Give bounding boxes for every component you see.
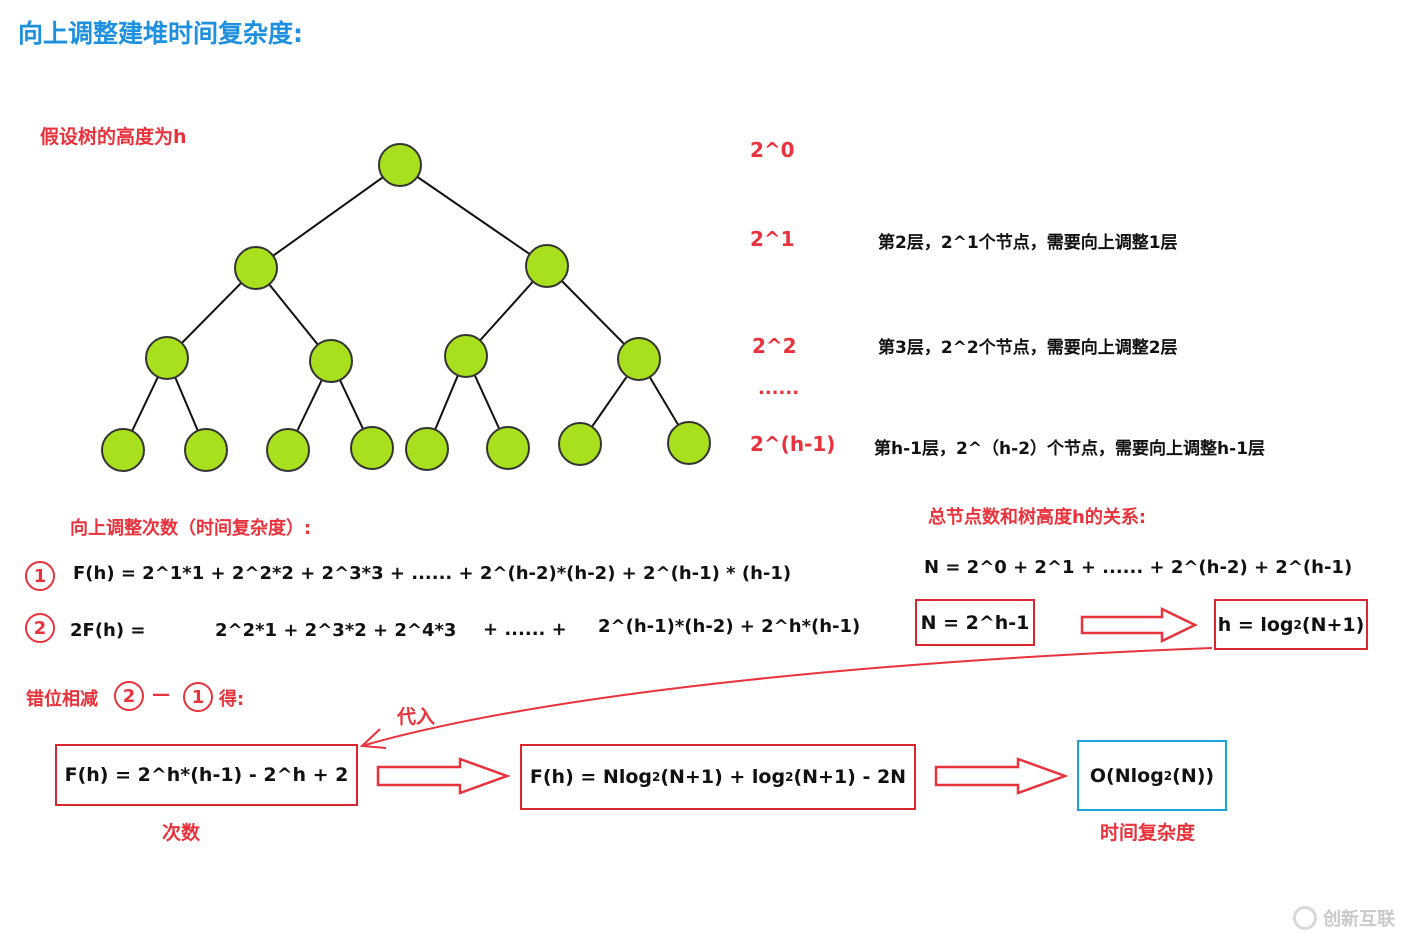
relation-box-n: N = 2^h-1 [915,599,1035,646]
tree-height-label: 假设树的高度为h [40,126,187,148]
level-count-h: 2^(h-1) [750,432,836,456]
result-2-pre: F(h) = Nlog [529,766,652,788]
result-3-pre: O(Nlog [1089,764,1164,787]
level-count-2: 2^2 [752,334,797,358]
logo-mark-icon [1293,906,1317,930]
substitute-label: 代入 [397,706,436,728]
equation-2-part3: 2^(h-1)*(h-2) + 2^h*(h-1) [598,616,861,637]
tree-node [234,246,278,290]
hollow-arrow-relation [1080,607,1198,643]
equation-1: F(h) = 2^1*1 + 2^2*2 + 2^3*3 + ...... + … [73,563,792,584]
tree-node [101,428,145,472]
subtract-dash: — [152,684,170,705]
subtract-suffix: 得: [219,689,245,710]
tree-node [525,244,569,288]
subtract-marker-b: 1 [183,682,213,712]
tree-node [309,339,353,383]
tree-edge [255,164,401,269]
result-1-caption: 次数 [162,822,201,844]
tree-node [444,334,488,378]
substitution-arrow-head [359,728,387,749]
tree-node [617,337,661,381]
result-2-sub1: 2 [651,770,661,784]
level-desc-1: 第2层，2^1个节点，需要向上调整1层 [878,233,1178,253]
result-3-sub: 2 [1163,768,1173,783]
hollow-arrow-result2 [934,757,1069,795]
watermark-logo: 创新互联 [1293,905,1395,931]
subtract-marker-a: 2 [114,681,144,711]
page-title: 向上调整建堆时间复杂度: [18,19,303,48]
level-desc-h: 第h-1层，2^（h-2）个节点，需要向上调整h-1层 [874,439,1266,459]
tree-node [486,426,530,470]
level-desc-2: 第3层，2^2个节点，需要向上调整2层 [878,338,1178,358]
relation-sum: N = 2^0 + 2^1 + ...... + 2^(h-2) + 2^(h-… [924,557,1353,578]
result-2-sub2: 2 [785,770,794,784]
marker-2: 2 [25,613,55,643]
tree-edge [399,164,548,267]
result-3-post: (N)) [1172,764,1215,787]
tree-edges [122,164,690,451]
tree-node [266,428,310,472]
relation-box-h-sub: 2 [1293,617,1302,632]
tree-node [350,426,394,470]
tree-node [558,422,602,466]
result-2-post: (N+1) - 2N [793,766,907,788]
level-count-1: 2^1 [750,227,795,251]
marker-1: 1 [25,561,55,591]
result-box-1: F(h) = 2^h*(h-1) - 2^h + 2 [55,744,358,806]
tree-node [405,427,449,471]
tree-node [378,143,422,187]
watermark-text: 创新互联 [1323,909,1395,930]
level-ellipsis: ...... [758,378,800,399]
relation-label: 总节点数和树高度h的关系: [928,507,1147,528]
relation-box-h-post: (N+1) [1301,613,1365,636]
equation-2-part2: + ...... + [483,619,567,640]
tree-node [184,428,228,472]
substitution-arrow [364,647,1213,746]
level-count-0: 2^0 [750,138,795,162]
equation-2-part1: 2^2*1 + 2^3*2 + 2^4*3 [215,620,457,641]
result-3-caption: 时间复杂度 [1100,822,1196,844]
subtract-label: 错位相减 [26,689,98,710]
equation-2-lhs: 2F(h) = [70,620,146,641]
tree-node [145,336,189,380]
tree-nodes [101,143,711,472]
count-label: 向上调整次数（时间复杂度）: [70,518,312,539]
relation-box-h-pre: h = log [1217,613,1294,636]
result-2-mid: (N+1) + log [660,766,786,788]
tree-node [667,421,711,465]
hollow-arrow-result1 [376,757,511,795]
